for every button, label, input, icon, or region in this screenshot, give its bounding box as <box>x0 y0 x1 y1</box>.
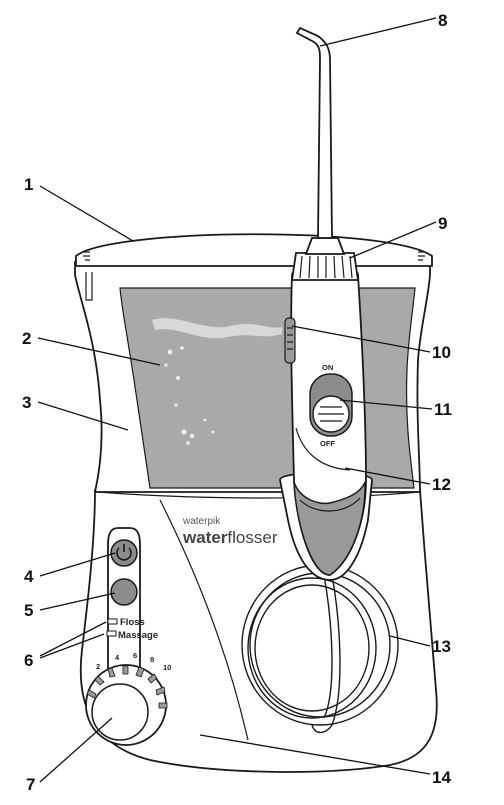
tip-eject-button[interactable] <box>284 317 296 364</box>
floss-label: Floss <box>120 617 145 628</box>
svg-text:6: 6 <box>24 651 33 670</box>
svg-text:10: 10 <box>432 343 451 362</box>
switch-on-label: ON <box>322 363 333 372</box>
lid-grip-marks <box>83 251 425 261</box>
svg-text:4: 4 <box>24 567 34 586</box>
mode-button[interactable] <box>110 578 138 606</box>
svg-text:14: 14 <box>432 768 451 787</box>
massage-indicator-light <box>106 630 117 637</box>
svg-text:3: 3 <box>22 393 31 412</box>
dial-scale-tick: 4 <box>115 653 120 662</box>
massage-label: Massage <box>118 630 158 641</box>
callout-7: 7 <box>26 717 113 794</box>
lid-hinge <box>85 272 93 301</box>
svg-text:2: 2 <box>22 329 31 348</box>
power-icon <box>116 544 132 561</box>
dial-scale-tick: 6 <box>133 651 137 660</box>
brand-small: waterpik <box>182 516 221 527</box>
callout-9: 9 <box>349 214 447 259</box>
eject-button-ridges <box>287 327 293 350</box>
callout-11: 11 <box>339 399 452 419</box>
handle-finger-groove <box>295 427 351 471</box>
reservoir-water <box>119 287 416 489</box>
dial-ridges <box>86 665 168 709</box>
brand-large-bold: water <box>182 528 228 547</box>
callout-6: 6 <box>24 621 107 670</box>
dial-scale-tick: 10 <box>163 663 171 672</box>
flosser-tip <box>295 26 333 239</box>
floss-indicator-light <box>107 618 118 625</box>
svg-text:7: 7 <box>26 775 35 794</box>
collar-ridges <box>299 255 353 279</box>
water-bubbles <box>164 346 215 445</box>
svg-text:8: 8 <box>438 11 447 30</box>
handle-grip <box>293 481 366 576</box>
svg-text:5: 5 <box>24 601 33 620</box>
dial-scale-tick: 8 <box>150 655 154 664</box>
tip-base <box>304 237 346 255</box>
callout-14: 14 <box>199 734 451 787</box>
svg-text:13: 13 <box>432 637 451 656</box>
power-button[interactable] <box>110 539 138 567</box>
switch-off-label: OFF <box>320 439 335 448</box>
dial-scale-tick: 2 <box>96 662 100 671</box>
callout-13: 13 <box>389 635 451 656</box>
pressure-dial[interactable] <box>85 664 168 746</box>
handle-grip-seam <box>299 497 361 512</box>
callout-5: 5 <box>24 592 116 620</box>
svg-text:9: 9 <box>438 214 447 233</box>
svg-text:1: 1 <box>24 175 33 194</box>
brand-large: waterflosser <box>182 528 278 547</box>
switch-grip-lines <box>318 406 344 422</box>
callout-4: 4 <box>24 552 116 586</box>
callout-1: 1 <box>24 175 134 242</box>
callout-2: 2 <box>22 329 161 366</box>
svg-text:12: 12 <box>432 475 451 494</box>
dial-scale: 2 4 6 8 10 <box>96 651 171 672</box>
callout-12: 12 <box>344 467 451 494</box>
callout-3: 3 <box>22 393 129 431</box>
brand-large-light: flosser <box>227 528 277 547</box>
base-divider <box>97 491 421 499</box>
svg-text:11: 11 <box>434 400 452 419</box>
callout-10: 10 <box>291 325 451 362</box>
water-highlight <box>152 318 282 339</box>
callout-8: 8 <box>319 11 447 47</box>
base-contour <box>159 499 249 741</box>
